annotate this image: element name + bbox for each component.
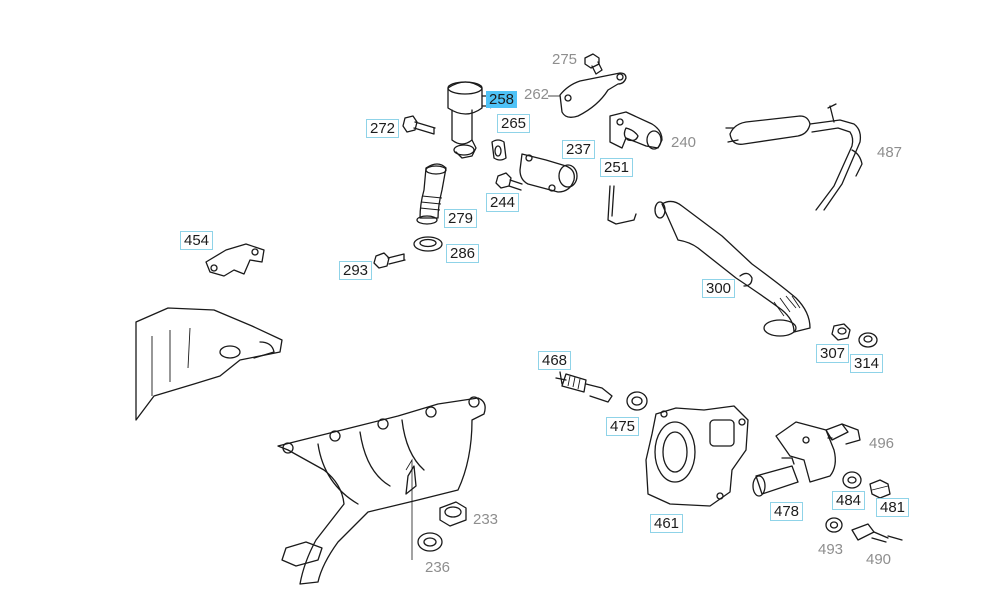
part-244-bolt: [495, 172, 523, 191]
part-314-cap: [858, 332, 878, 348]
part-300-hose: [654, 200, 811, 337]
callout-279[interactable]: 279: [444, 209, 478, 228]
part-233-fitting: [439, 501, 467, 527]
callout-275[interactable]: 275: [552, 51, 578, 68]
callout-496[interactable]: 496: [869, 435, 895, 452]
part-279-hose: [416, 163, 447, 225]
callout-293[interactable]: 293: [339, 261, 373, 280]
callout-475[interactable]: 475: [606, 417, 640, 436]
part-272-bolt: [402, 115, 436, 135]
callout-487[interactable]: 487: [877, 144, 903, 161]
callout-461[interactable]: 461: [650, 514, 684, 533]
part-475-ring: [626, 391, 648, 411]
callout-300[interactable]: 300: [702, 279, 736, 298]
part-468-sensor: [555, 371, 613, 403]
part-481-plug: [869, 479, 891, 499]
callout-478[interactable]: 478: [770, 502, 804, 521]
callout-237[interactable]: 237: [562, 140, 596, 159]
part-275-bolt: [584, 53, 603, 75]
part-307-nut: [831, 323, 851, 341]
callout-251[interactable]: 251: [600, 158, 634, 177]
callout-307[interactable]: 307: [816, 344, 850, 363]
callout-233[interactable]: 233: [473, 511, 499, 528]
callout-481[interactable]: 481: [876, 498, 910, 517]
part-293-bolt: [373, 252, 406, 269]
callout-314[interactable]: 314: [850, 354, 884, 373]
callout-454[interactable]: 454: [180, 231, 214, 250]
callout-286[interactable]: 286: [446, 244, 480, 263]
part-478-outlet: [752, 421, 836, 497]
part-engine-cover: [135, 307, 283, 421]
part-286-ring: [413, 236, 443, 252]
part-461-housing: [645, 405, 749, 507]
callout-490[interactable]: 490: [866, 551, 892, 568]
callout-484[interactable]: 484: [832, 491, 866, 510]
callout-240[interactable]: 240: [671, 134, 697, 151]
callout-265[interactable]: 265: [497, 114, 531, 133]
callout-468[interactable]: 468: [538, 351, 572, 370]
part-484-washer: [842, 471, 862, 489]
part-262-bracket: [559, 72, 627, 118]
part-265-gasket: [491, 139, 507, 161]
part-237-plate: [519, 153, 578, 193]
callout-236[interactable]: 236: [425, 559, 451, 576]
callout-262[interactable]: 262: [524, 86, 550, 103]
part-487-pipe: [725, 103, 863, 211]
part-454-bracket: [205, 243, 265, 277]
part-236-seal: [417, 532, 443, 552]
part-496-sensor: [825, 423, 861, 445]
part-exhaust-manifold: [277, 396, 486, 585]
part-493-washer: [825, 517, 843, 533]
callout-244[interactable]: 244: [486, 193, 520, 212]
part-251-bracket: [607, 185, 637, 225]
callout-272[interactable]: 272: [366, 119, 400, 138]
callout-258[interactable]: 258: [486, 91, 518, 108]
part-490-sensor: [851, 523, 903, 543]
callout-493[interactable]: 493: [818, 541, 844, 558]
part-240-flange: [609, 111, 663, 150]
